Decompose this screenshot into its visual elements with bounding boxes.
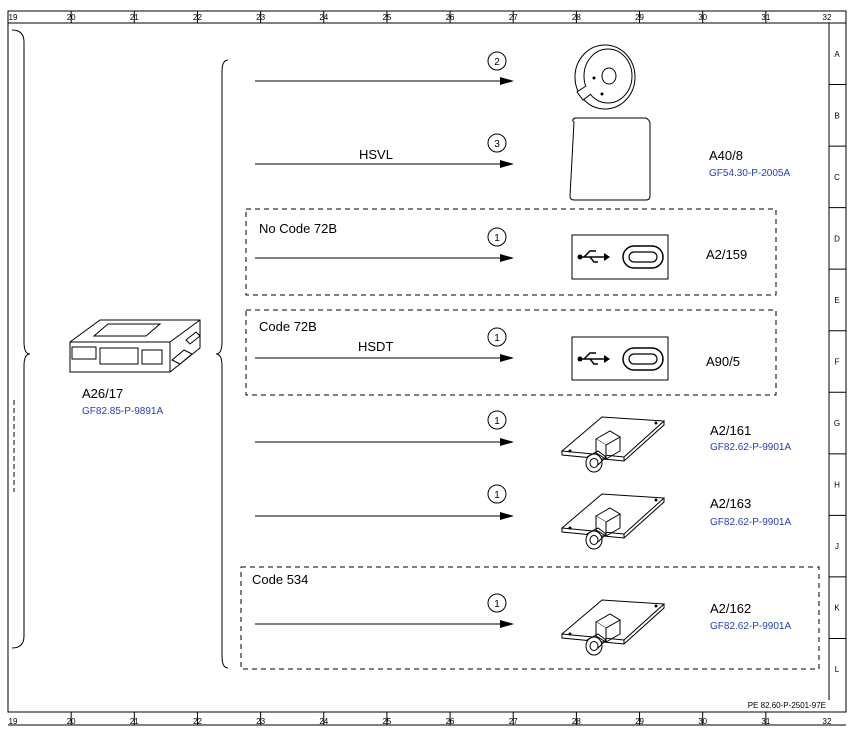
- antenna-module-icon-2: [560, 493, 666, 550]
- code-box-72b: [245, 309, 777, 396]
- branch-arrow-4: 1 Code 72B HSDT: [255, 319, 514, 362]
- branch-number-2: 3: [494, 139, 500, 150]
- left-bracket: [11, 29, 31, 649]
- ruler-row-L: L: [835, 665, 840, 674]
- ruler-row-B: B: [834, 111, 839, 120]
- bus-label-hsdt: HSDT: [358, 339, 393, 354]
- link-a2-161[interactable]: GF82.62-P-9901A: [710, 442, 791, 453]
- branch-arrow-1: 2: [255, 51, 514, 85]
- branch-arrow-7: 1 Code 534: [252, 572, 514, 628]
- branch-arrow-6: 1: [255, 484, 514, 520]
- link-a40-8[interactable]: GF54.30-P-2005A: [709, 168, 790, 179]
- ruler-column-top-32: 32: [823, 13, 832, 22]
- link-a2-163[interactable]: GF82.62-P-9901A: [710, 517, 791, 528]
- round-button-icon: [574, 44, 636, 110]
- ruler-row-A: A: [834, 50, 840, 59]
- branch-number-5: 1: [494, 416, 500, 427]
- label-a2-159: A2/159: [706, 247, 747, 262]
- branch-bracket: [215, 59, 229, 669]
- usb-port-icon-2: [571, 336, 669, 381]
- ruler-row-E: E: [834, 296, 839, 305]
- label-a90-5: A90/5: [706, 354, 740, 369]
- label-a2-162: A2/162: [710, 601, 751, 616]
- ruler-row-F: F: [835, 358, 840, 367]
- code-box-no-72b: [245, 208, 777, 296]
- branch-number-3: 1: [494, 233, 500, 244]
- label-a2-161: A2/161: [710, 423, 751, 438]
- usb-port-icon: [571, 234, 669, 280]
- source-link[interactable]: GF82.85-P-9891A: [82, 406, 163, 417]
- document-id: PE 82.60-P-2501-97E: [748, 701, 826, 710]
- code-box-534: [240, 566, 820, 670]
- code-label-no-72b: No Code 72B: [259, 221, 337, 236]
- ruler-column-top-19: 19: [9, 13, 18, 22]
- branch-number-7: 1: [494, 599, 500, 610]
- link-a2-162[interactable]: GF82.62-P-9901A: [710, 621, 791, 632]
- branch-number-6: 1: [494, 490, 500, 501]
- antenna-module-icon: [560, 416, 666, 473]
- bus-label-hsvl: HSVL: [359, 147, 393, 162]
- display-panel-icon: [569, 117, 651, 201]
- branch-number-4: 1: [494, 333, 500, 344]
- label-a2-163: A2/163: [710, 496, 751, 511]
- ruler-row-D: D: [834, 234, 840, 243]
- control-unit-icon: [69, 319, 201, 373]
- ruler-column-bottom-19: 19: [9, 717, 18, 726]
- branch-arrow-2: 3 HSVL: [255, 133, 514, 168]
- ruler-column-bottom-32: 32: [823, 717, 832, 726]
- ruler-row-C: C: [834, 173, 840, 182]
- ruler-row-G: G: [834, 419, 840, 428]
- branch-arrow-5: 1: [255, 410, 514, 446]
- ruler-row-K: K: [834, 604, 840, 613]
- label-a40-8: A40/8: [709, 148, 743, 163]
- branch-number-1: 2: [494, 57, 500, 68]
- code-label-72b: Code 72B: [259, 319, 317, 334]
- source-label: A26/17: [82, 386, 123, 401]
- ruler-row-J: J: [835, 542, 839, 551]
- code-label-534: Code 534: [252, 572, 308, 587]
- branch-arrow-3: 1 No Code 72B: [255, 221, 514, 262]
- antenna-module-icon-3: [560, 599, 666, 656]
- ruler-row-H: H: [834, 481, 840, 490]
